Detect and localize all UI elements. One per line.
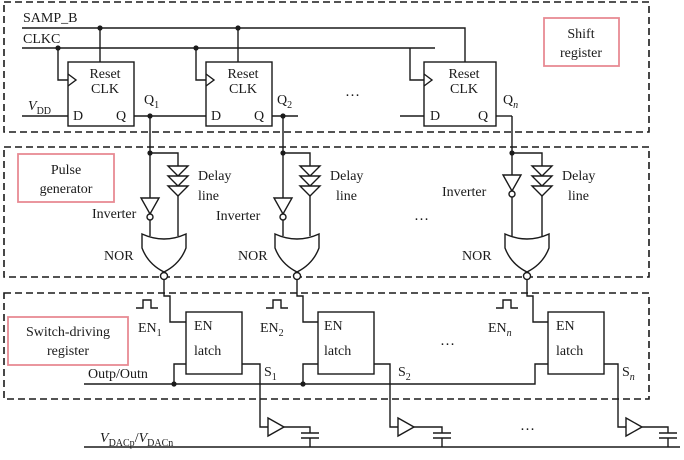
- latch-ellipsis: …: [440, 333, 455, 349]
- inverter-n: [501, 174, 523, 193]
- svg-text:Q: Q: [116, 109, 126, 124]
- en-pulse-n: ENn: [488, 299, 518, 339]
- svg-text:EN: EN: [194, 319, 213, 334]
- svg-text:Reset: Reset: [227, 67, 258, 82]
- en-pulse-1: EN1: [136, 299, 162, 339]
- pulse-stage-1: Delay line Inverter NOR: [92, 113, 231, 323]
- svg-text:Delay: Delay: [330, 169, 363, 184]
- svg-text:D: D: [430, 109, 440, 124]
- latch-2: EN latch: [317, 311, 375, 375]
- samp-b-label: SAMP_B: [23, 11, 77, 26]
- sn-label: Sn: [622, 365, 635, 383]
- svg-text:Q: Q: [254, 109, 264, 124]
- delay-line-1: [166, 165, 190, 197]
- qn-label: Qn: [503, 93, 518, 111]
- flip-flop-2: Reset CLK D Q: [205, 61, 273, 127]
- buffer-cap-n: [625, 416, 677, 447]
- svg-text:Inverter: Inverter: [216, 209, 261, 224]
- nor-gate-1: [141, 232, 187, 273]
- inverter-2: [272, 197, 294, 216]
- pulse-generator-title: Pulse generator: [17, 153, 115, 203]
- pulse-stage-n: Delay line Inverter NOR: [442, 116, 595, 323]
- svg-text:NOR: NOR: [238, 249, 268, 264]
- svg-text:register: register: [47, 344, 89, 359]
- en-pulse-2: EN2: [260, 299, 288, 339]
- svg-text:NOR: NOR: [104, 249, 134, 264]
- svg-text:EN: EN: [324, 319, 343, 334]
- svg-text:CLK: CLK: [229, 82, 257, 97]
- switch-driving-register-frame: [3, 292, 650, 400]
- nor-gate-2: [274, 232, 320, 273]
- svg-text:D: D: [211, 109, 221, 124]
- svg-text:EN2: EN2: [260, 321, 284, 339]
- svg-text:latch: latch: [194, 344, 221, 359]
- flip-flop-n: Reset CLK D Q: [423, 61, 497, 127]
- svg-text:CLK: CLK: [91, 82, 119, 97]
- svg-text:Reset: Reset: [448, 67, 479, 82]
- svg-text:NOR: NOR: [462, 249, 492, 264]
- svg-text:CLK: CLK: [450, 82, 478, 97]
- svg-text:register: register: [560, 46, 602, 61]
- svg-text:line: line: [198, 189, 219, 204]
- delay-line-n: [530, 165, 554, 197]
- svg-text:Pulse: Pulse: [51, 163, 81, 178]
- flip-flop-1: Reset CLK D Q: [67, 61, 135, 127]
- svg-text:latch: latch: [556, 344, 583, 359]
- outp-outn-label: Outp/Outn: [88, 367, 148, 382]
- svg-text:Delay: Delay: [198, 169, 231, 184]
- svg-text:Inverter: Inverter: [92, 207, 137, 222]
- svg-text:EN1: EN1: [138, 321, 162, 339]
- pulse-generator-frame: [3, 146, 650, 278]
- shift-register-ellipsis: …: [345, 84, 360, 100]
- svg-text:line: line: [568, 189, 589, 204]
- svg-text:Shift: Shift: [567, 27, 594, 42]
- pulse-generator-ellipsis: …: [414, 208, 429, 224]
- svg-text:EN: EN: [556, 319, 575, 334]
- latch-n: EN latch: [547, 311, 605, 375]
- svg-text:Reset: Reset: [89, 67, 120, 82]
- shift-register-title: Shift register: [543, 17, 620, 67]
- buffer-ellipsis: …: [520, 418, 535, 434]
- outp-outn-wire: [84, 363, 548, 385]
- svg-text:Inverter: Inverter: [442, 185, 487, 200]
- svg-text:generator: generator: [40, 182, 93, 197]
- vdac-label: VDACp/VDACn: [100, 431, 173, 449]
- shift-register-frame: [3, 1, 650, 133]
- nor-gate-n: [504, 232, 550, 273]
- svg-text:line: line: [336, 189, 357, 204]
- pulse-stage-2: Delay line Inverter NOR: [216, 113, 363, 323]
- svg-text:D: D: [73, 109, 83, 124]
- s2-label: S2: [398, 365, 411, 383]
- clkc-label: CLKC: [23, 32, 60, 47]
- latch-1: EN latch: [185, 311, 243, 375]
- s1-label: S1: [264, 365, 277, 383]
- svg-text:Switch-driving: Switch-driving: [26, 325, 110, 340]
- vdd-label: VDD: [28, 99, 51, 117]
- svg-text:latch: latch: [324, 344, 351, 359]
- switch-driving-register-title: Switch-driving register: [7, 316, 129, 366]
- svg-text:Q: Q: [478, 109, 488, 124]
- svg-text:Delay: Delay: [562, 169, 595, 184]
- buffer-cap-1: [267, 416, 319, 447]
- svg-text:ENn: ENn: [488, 321, 512, 339]
- q2-label: Q2: [277, 93, 292, 111]
- q1-label: Q1: [144, 93, 159, 111]
- inverter-1: [139, 197, 161, 216]
- delay-line-2: [298, 165, 322, 197]
- buffer-cap-2: [397, 416, 451, 447]
- samp-b-wire: [22, 27, 466, 62]
